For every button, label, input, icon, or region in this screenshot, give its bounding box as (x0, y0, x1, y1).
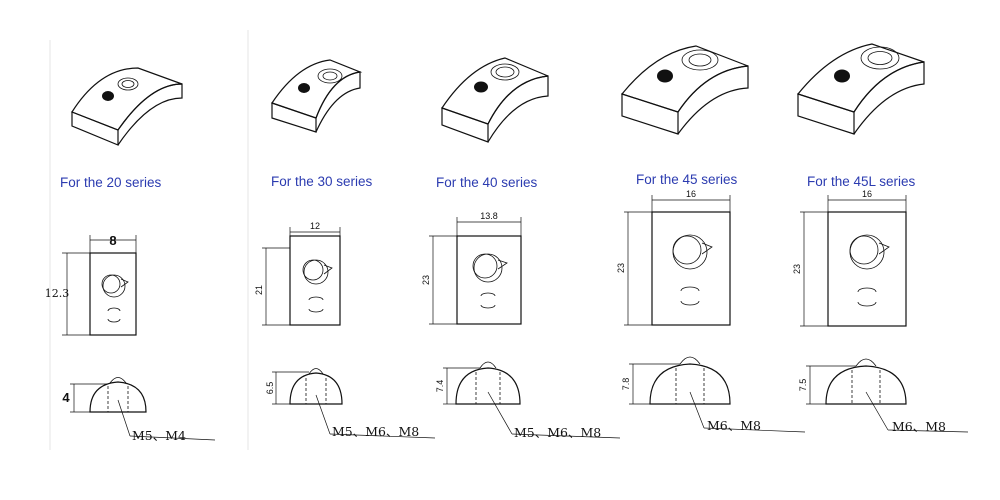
width-dimension: 16 (862, 189, 872, 199)
column-40-series: For the 40 series 13.8 23 7.4 (421, 57, 621, 440)
column-30-series: For the 30 series 12 21 6.5 (254, 59, 436, 439)
isometric-nut-40 (441, 57, 549, 143)
series-label: For the 40 series (436, 175, 538, 190)
series-label: For the 20 series (60, 175, 162, 190)
profile-view-45l: 7.5 M6、M8 (798, 358, 969, 434)
series-label: For the 30 series (271, 174, 373, 189)
thread-hole-icon (681, 49, 719, 71)
column-45-series: For the 45 series 16 23 7.8 (616, 45, 806, 433)
width-dimension: 8 (109, 233, 116, 248)
thread-sizes: M5、M6、M8 (332, 424, 419, 439)
isometric-nut-20 (71, 67, 183, 146)
profile-height-dimension: 7.4 (435, 380, 445, 393)
width-dimension: 12 (310, 221, 320, 231)
width-dimension: 13.8 (480, 211, 498, 221)
profile-height-dimension: 6.5 (265, 382, 275, 395)
column-45l-series: For the 45L series 16 23 7.5 (792, 43, 969, 434)
profile-height-dimension: 7.8 (621, 378, 631, 391)
top-view-45l: 16 23 (792, 189, 907, 327)
height-dimension: 12.3 (45, 287, 70, 300)
thread-sizes: M6、M8 (707, 418, 761, 433)
series-label: For the 45 series (636, 172, 738, 187)
pin-hole-icon (102, 91, 114, 101)
top-view-20: 8 12.3 (45, 233, 137, 336)
top-view-45: 16 23 (616, 189, 731, 326)
isometric-nut-45 (620, 45, 749, 135)
isometric-nut-30 (271, 59, 363, 133)
thread-sizes: M5、M4 (132, 428, 186, 443)
column-20-series: For the 20 series 8 12.3 (45, 67, 216, 443)
isometric-nut-45l (796, 43, 925, 135)
height-dimension: 23 (421, 275, 431, 285)
profile-height-dimension: 4 (62, 390, 70, 405)
thread-sizes: M6、M8 (892, 419, 946, 434)
pin-hole-icon (834, 69, 850, 83)
width-dimension: 16 (686, 189, 696, 199)
height-dimension: 23 (616, 263, 626, 273)
top-view-40: 13.8 23 (421, 211, 522, 325)
profile-view-40: 7.4 M5、M6、M8 (435, 361, 621, 440)
top-view-30: 12 21 (254, 221, 341, 326)
thread-hole-icon (117, 77, 139, 91)
profile-height-dimension: 7.5 (798, 379, 808, 392)
thread-sizes: M5、M6、M8 (514, 425, 601, 440)
profile-view-20: 4 M5、M4 (62, 377, 216, 443)
profile-view-30: 6.5 M5、M6、M8 (265, 368, 436, 439)
thread-hole-icon (490, 63, 520, 81)
series-label: For the 45L series (807, 174, 916, 189)
height-dimension: 21 (254, 285, 264, 295)
profile-view-45: 7.8 M6、M8 (621, 356, 806, 433)
thread-hole-icon (860, 46, 900, 70)
pin-hole-icon (474, 81, 488, 93)
pin-hole-icon (657, 69, 673, 83)
height-dimension: 23 (792, 264, 802, 274)
pin-hole-icon (298, 83, 310, 93)
thread-hole-icon (317, 68, 343, 84)
